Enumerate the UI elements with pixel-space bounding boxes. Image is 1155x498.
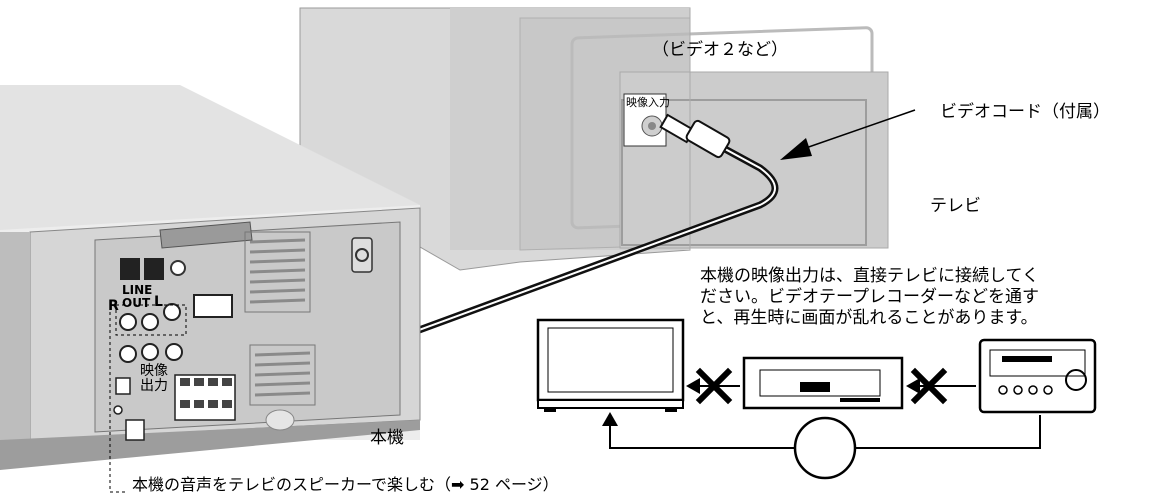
connection-warning-diagram (536, 318, 1097, 480)
arrow-icon (780, 109, 916, 160)
cord-label: ビデオコード（付属） (940, 102, 1110, 122)
tv-label: テレビ (930, 196, 981, 216)
warning-note-line: 本機の映像出力は、直接テレビに接続してく (700, 266, 1039, 286)
r-label: R (108, 298, 119, 314)
unit-label: 本機 (370, 428, 404, 448)
main-unit-illustration (0, 85, 421, 493)
tv-video-input-jack (623, 93, 667, 147)
warning-note-line: と、再生時に画面が乱れることがあります。 (700, 308, 1038, 328)
video-out-label: 映像 出力 (140, 363, 168, 394)
cross-mark-icon (910, 367, 948, 405)
warning-note-line: ださい。ビデオテープレコーダーなどを通す (700, 287, 1039, 307)
tv-jack-label: 映像入力 (626, 96, 670, 109)
l-label: L (154, 294, 163, 310)
ok-circle-icon (793, 416, 857, 480)
footnote: 本機の音声をテレビのスピーカーで楽しむ（➡ 52 ページ） (132, 475, 559, 494)
warning-note: 本機の映像出力は、直接テレビに接続してく ださい。ビデオテープレコーダーなどを通… (700, 266, 1039, 329)
line-out-label: LINE OUT (122, 283, 153, 310)
cross-mark-icon (695, 367, 733, 405)
tv-input-hint: （ビデオ２など） (652, 40, 788, 60)
